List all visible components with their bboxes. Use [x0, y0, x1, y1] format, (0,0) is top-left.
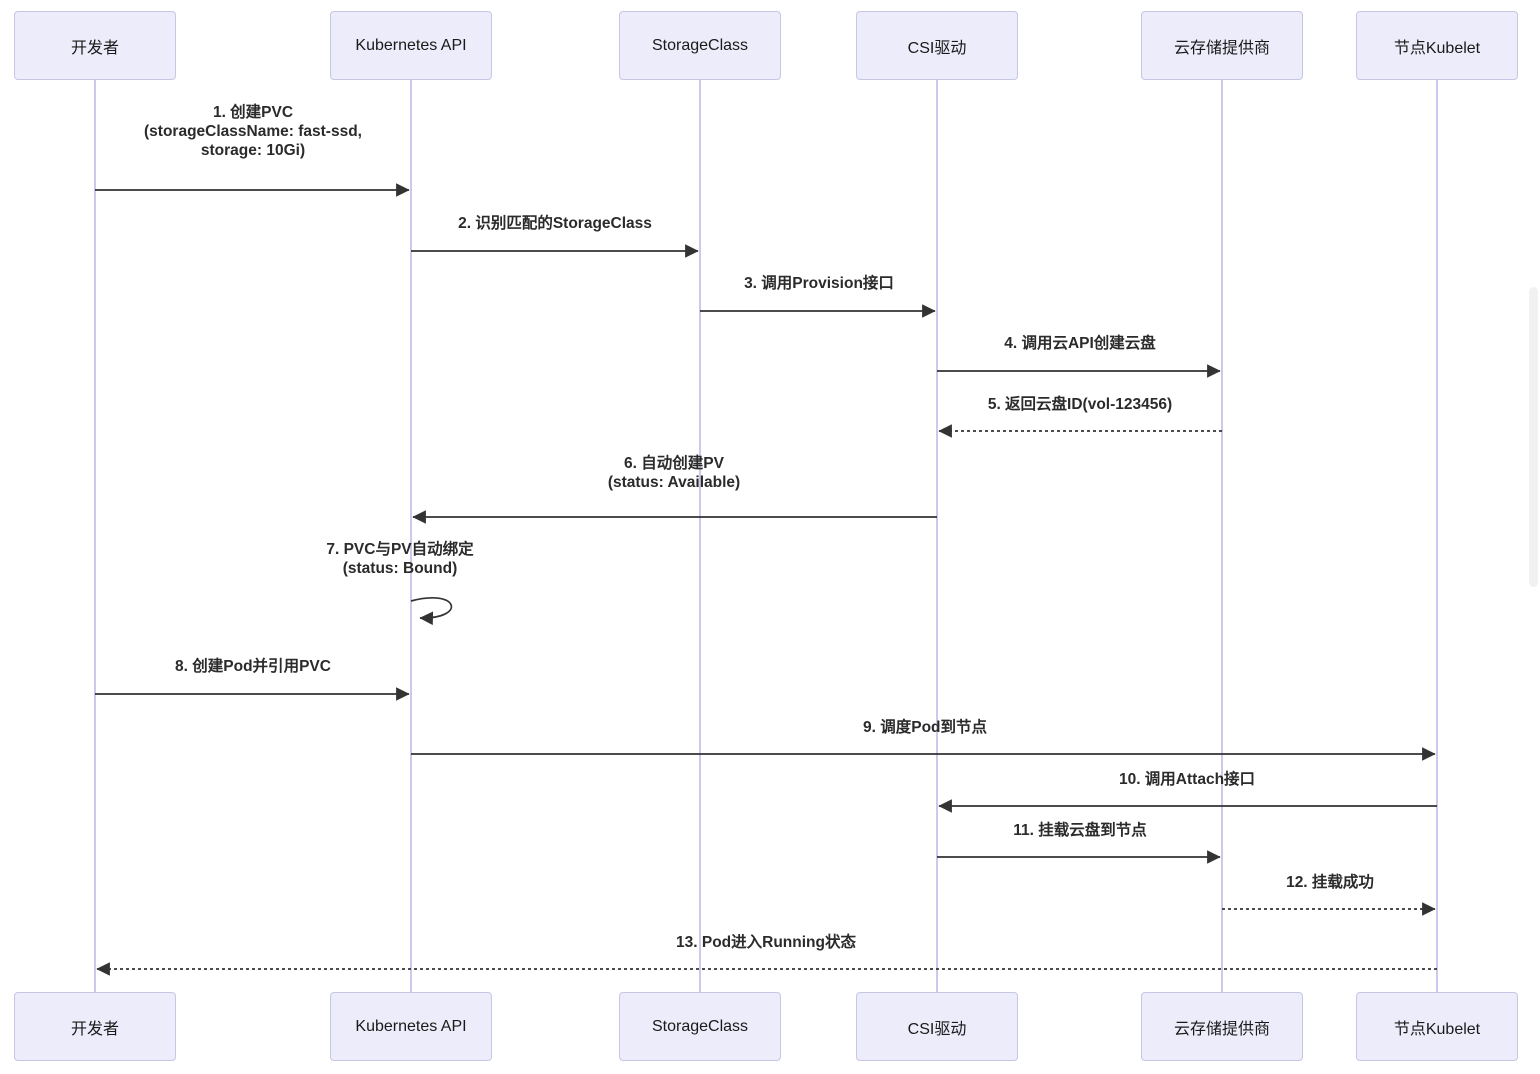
actor-bottom-storageclass: StorageClass [619, 992, 781, 1061]
actor-label: StorageClass [651, 36, 749, 54]
actor-label: 云存储提供商 [1173, 39, 1270, 57]
actor-bottom-node-kubelet: 节点Kubelet [1356, 992, 1518, 1061]
actor-top-cloud-storage-provider: 云存储提供商 [1141, 11, 1303, 80]
actor-bottom-cloud-storage-provider: 云存储提供商 [1141, 992, 1303, 1061]
message-label-4: 4. 调用云API创建云盘 [1004, 335, 1156, 352]
message-self-loop-7 [410, 596, 453, 626]
actor-label: Kubernetes API [355, 1017, 467, 1035]
message-label-3: 3. 调用Provision接口 [744, 275, 894, 292]
actor-top-storageclass: StorageClass [619, 11, 781, 80]
message-label-7: 7. PVC与PV自动绑定 (status: Bound) [326, 541, 474, 577]
scrollbar-thumb[interactable] [1529, 287, 1538, 587]
actor-top-node-kubelet: 节点Kubelet [1356, 11, 1518, 80]
message-label-2: 2. 识别匹配的StorageClass [458, 215, 652, 232]
message-label-8: 8. 创建Pod并引用PVC [175, 658, 331, 675]
message-label-10: 10. 调用Attach接口 [1118, 771, 1256, 788]
message-label-13: 13. Pod进入Running状态 [676, 934, 856, 951]
actor-bottom-developer: 开发者 [14, 992, 176, 1061]
message-label-6: 6. 自动创建PV (status: Available) [607, 455, 741, 491]
actor-label: Kubernetes API [355, 36, 467, 54]
actor-label: CSI驱动 [907, 1020, 967, 1038]
message-label-12: 12. 挂载成功 [1286, 874, 1374, 891]
actor-bottom-kubernetes-api: Kubernetes API [330, 992, 492, 1061]
message-label-11: 11. 挂载云盘到节点 [1013, 822, 1147, 839]
actor-bottom-csi-driver: CSI驱动 [856, 992, 1018, 1061]
actor-top-csi-driver: CSI驱动 [856, 11, 1018, 80]
actor-top-developer: 开发者 [14, 11, 176, 80]
actor-label: CSI驱动 [907, 39, 967, 57]
actor-label: 云存储提供商 [1173, 1020, 1270, 1038]
actor-label: StorageClass [651, 1017, 749, 1035]
actor-top-kubernetes-api: Kubernetes API [330, 11, 492, 80]
message-label-5: 5. 返回云盘ID(vol-123456) [987, 396, 1173, 413]
message-label-1: 1. 创建PVC (storageClassName: fast-ssd, st… [144, 104, 362, 159]
actor-label: 开发者 [70, 1020, 119, 1038]
actor-label: 节点Kubelet [1393, 1020, 1481, 1038]
actor-label: 开发者 [70, 39, 119, 57]
actor-label: 节点Kubelet [1393, 39, 1481, 57]
message-label-9: 9. 调度Pod到节点 [862, 719, 988, 736]
